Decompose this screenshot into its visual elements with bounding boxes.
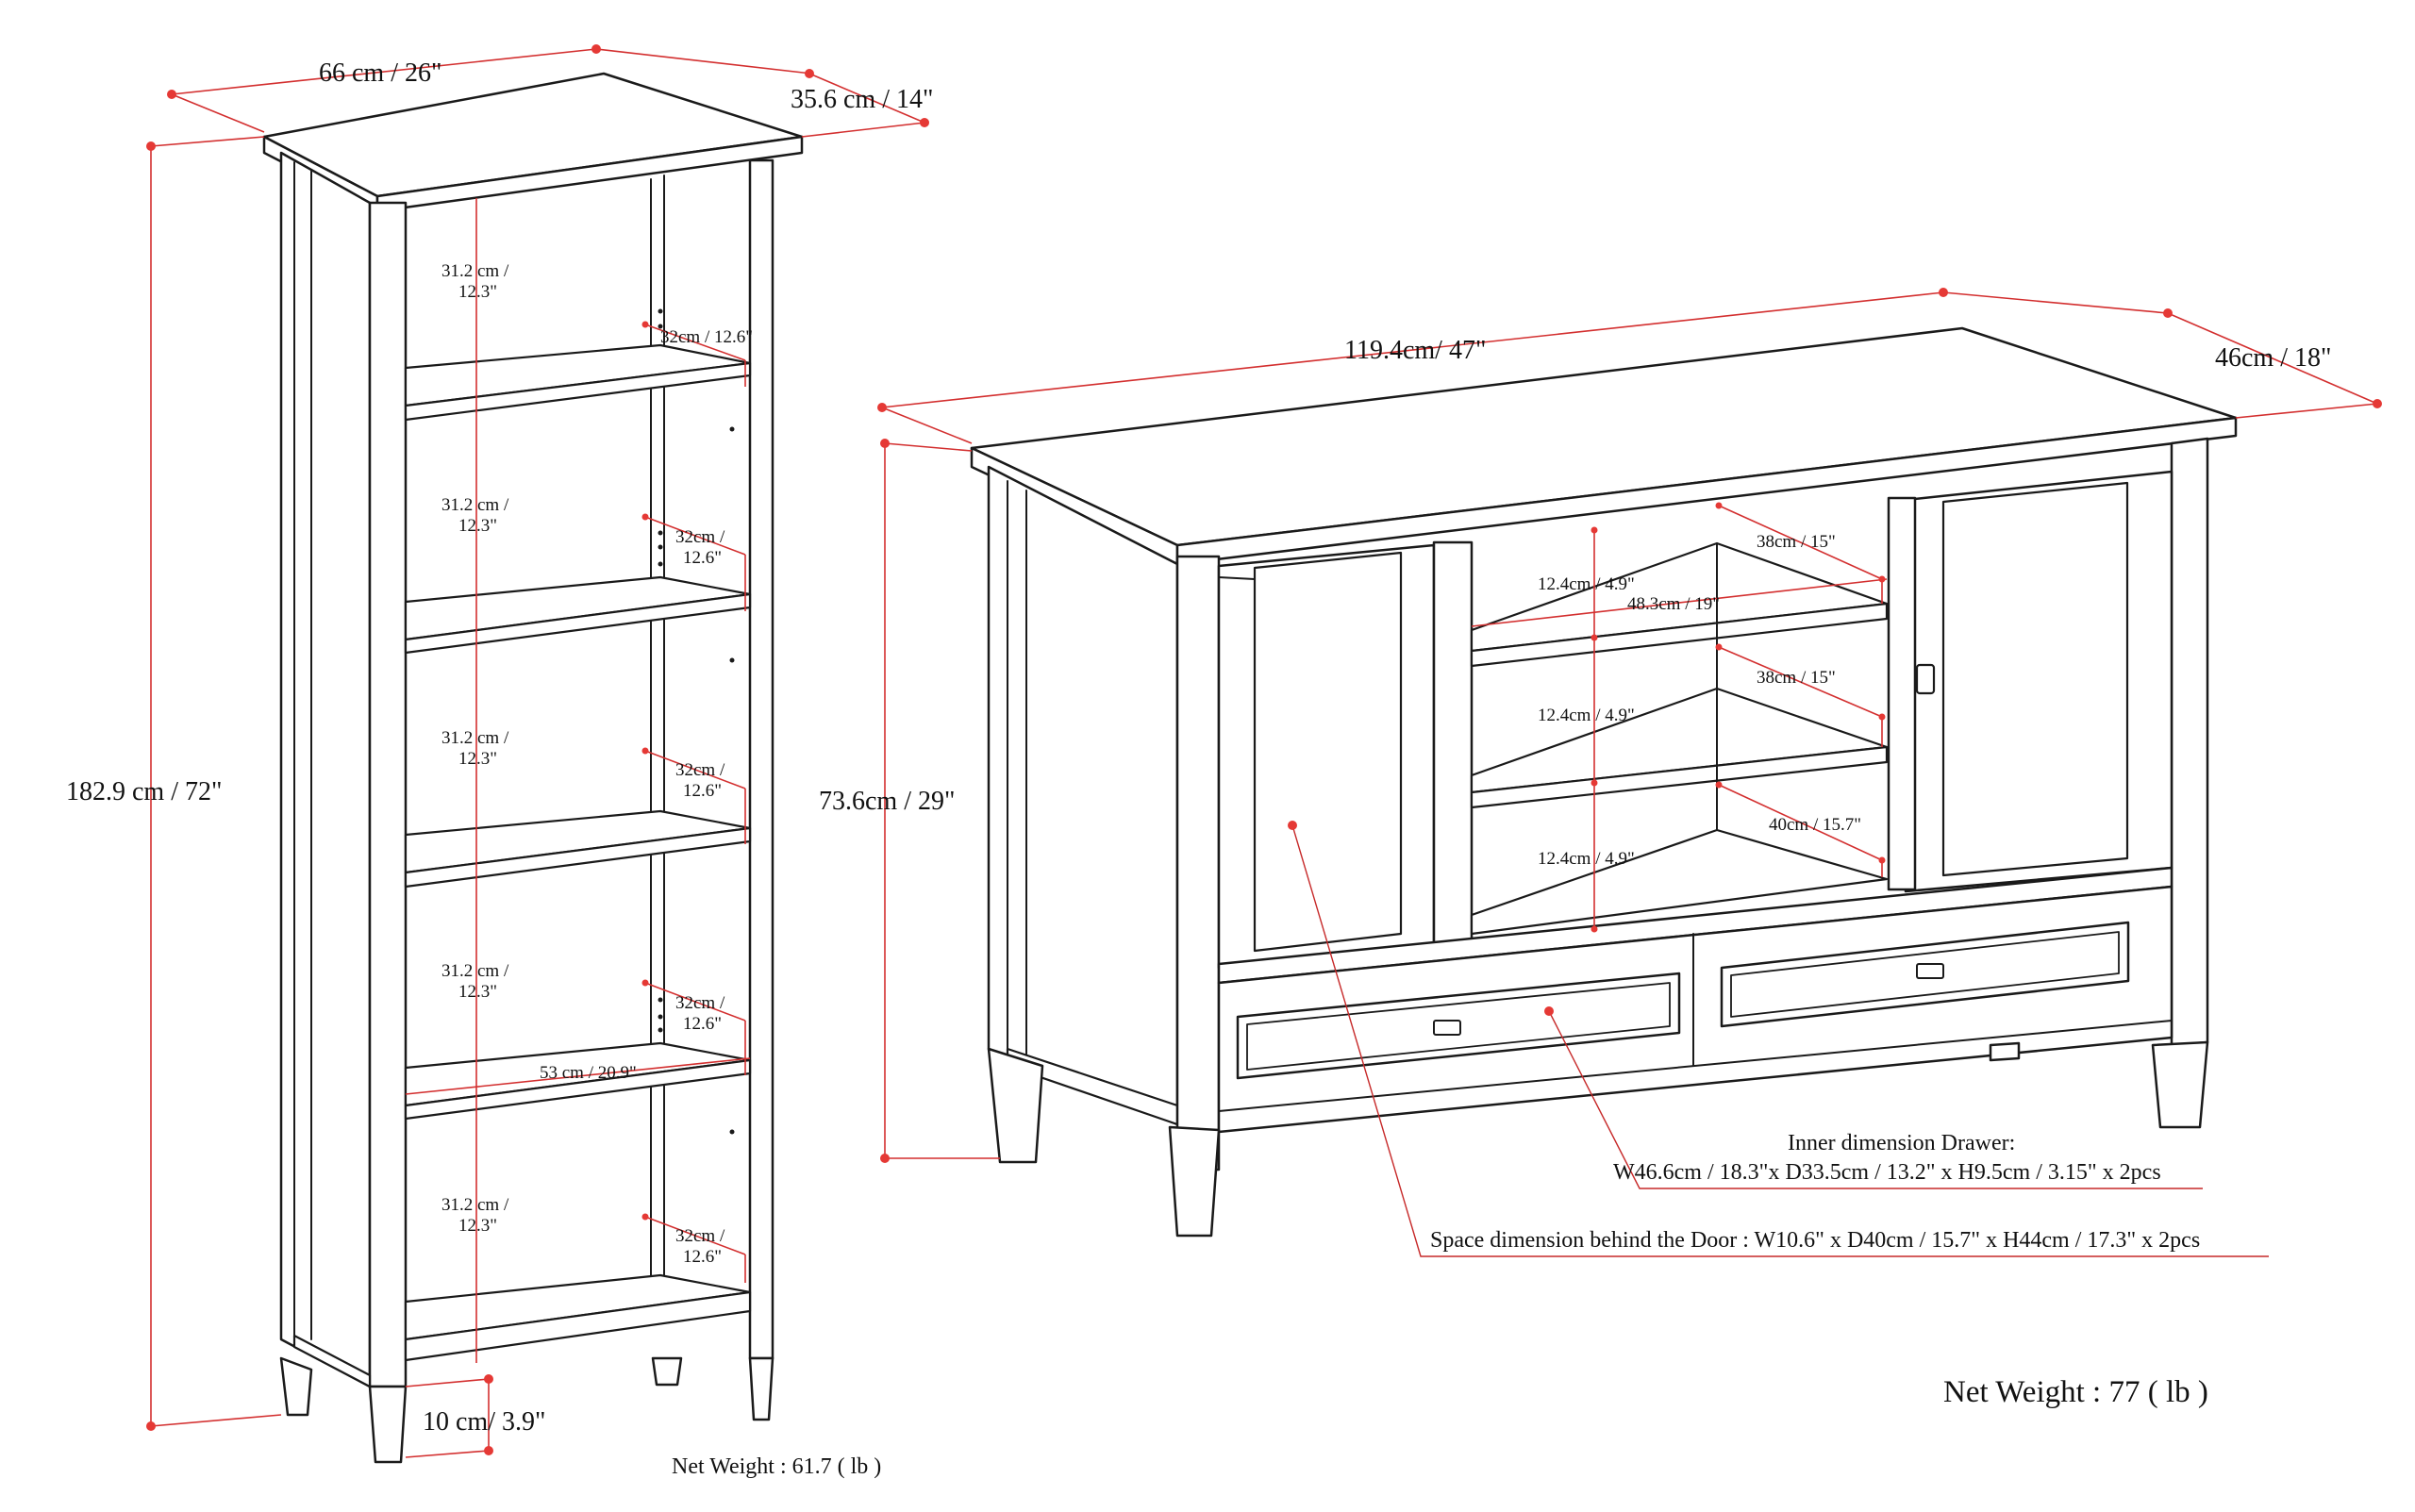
shelf-4-depth-line1: 32cm / (675, 993, 725, 1013)
shelf-1-depth-label: 32cm / 12.6" (660, 327, 753, 347)
bookcase-legs (279, 1356, 774, 1464)
tv-stand-leader-lines (1291, 824, 2269, 1257)
shelf-5-height-line1: 31.2 cm / (441, 1195, 509, 1215)
bookcase-leg-height-label: 10 cm/ 3.9" (423, 1407, 545, 1437)
tv-height-label: 73.6cm / 29" (819, 787, 955, 816)
shelf-2-height-line2: 12.3" (458, 516, 497, 536)
bookcase-dimension-dots (146, 44, 929, 1455)
tv-net-weight: Net Weight : 77 ( lb ) (1943, 1375, 2208, 1409)
tv-depth-label: 46cm / 18" (2215, 343, 2331, 373)
tv-inner-width-label: 48.3cm / 19" (1627, 594, 1720, 614)
drawer-dimension-detail: W46.6cm / 18.3"x D33.5cm / 13.2" x H9.5c… (1613, 1160, 2161, 1185)
left-drawer-pull-icon (1433, 1020, 1461, 1036)
tv-right-drawer (1720, 921, 2130, 1028)
shelf-2-height-line1: 31.2 cm / (441, 495, 509, 515)
shelf-1-height-line1: 31.2 cm / (441, 261, 509, 281)
drawer-dimension-title: Inner dimension Drawer: (1788, 1131, 2015, 1155)
tv-width-label: 119.4cm/ 47" (1344, 336, 1486, 365)
shelf-2-depth-line2: 12.6" (683, 548, 722, 568)
shelf-3-depth-line1: 32cm / (675, 760, 725, 780)
tv-shelf-depth-1: 38cm / 15" (1757, 532, 1836, 552)
tv-legs (987, 1040, 2209, 1238)
tv-opening-height-1: 12.4cm / 4.9" (1538, 574, 1635, 594)
shelf-1-height-line2: 12.3" (458, 282, 497, 302)
tv-left-drawer (1236, 972, 1681, 1080)
door-space-note: Space dimension behind the Door : W10.6"… (1430, 1228, 2200, 1253)
bookcase-height-label: 182.9 cm / 72" (66, 777, 222, 806)
tv-stand-drawing (970, 326, 2238, 1238)
shelf-3-height-line1: 31.2 cm / (441, 728, 509, 748)
bookcase-dimension-lines (150, 48, 925, 1458)
tv-shelf-depth-2: 38cm / 15" (1757, 668, 1836, 688)
tv-bottom-depth: 40cm / 15.7" (1769, 815, 1861, 835)
shelf-3-height-line2: 12.3" (458, 749, 497, 769)
bookcase-depth-label: 35.6 cm / 14" (791, 85, 933, 114)
right-drawer-pull-icon (1916, 963, 1944, 979)
shelf-4-height-line1: 31.2 cm / (441, 961, 509, 981)
bookcase-width-label: 66 cm / 26" (319, 58, 441, 88)
right-door-knob-icon (1915, 663, 1936, 695)
shelf-5-depth-line2: 12.6" (683, 1247, 722, 1267)
shelf-5-height-line2: 12.3" (458, 1216, 497, 1236)
tv-left-door (1217, 543, 1472, 970)
tv-right-door (1904, 470, 2174, 893)
bookcase-inner-width-label: 53 cm / 20.9" (540, 1063, 637, 1083)
tv-opening-height-3: 12.4cm / 4.9" (1538, 849, 1635, 869)
bookcase-drawing (262, 72, 804, 1464)
shelf-5-depth-line1: 32cm / (675, 1226, 725, 1246)
shelf-pin-holes (658, 308, 735, 1135)
shelf-3-depth-line2: 12.6" (683, 781, 722, 801)
bookcase-shelves (404, 343, 752, 1362)
tv-stand-labels: 119.4cm/ 47" 46cm / 18" 73.6cm / 29" 38c… (819, 336, 2331, 1409)
tv-stand-dimension-dots (877, 288, 2382, 1163)
shelf-2-depth-line1: 32cm / (675, 527, 725, 547)
tv-opening-height-2: 12.4cm / 4.9" (1538, 706, 1635, 725)
bookcase-labels: 66 cm / 26" 35.6 cm / 14" 182.9 cm / 72"… (66, 58, 933, 1479)
bookcase-net-weight: Net Weight : 61.7 ( lb ) (672, 1454, 881, 1479)
tv-stand-dimension-lines (881, 291, 2378, 1159)
shelf-4-depth-line2: 12.6" (683, 1014, 722, 1034)
shelf-4-height-line2: 12.3" (458, 982, 497, 1002)
